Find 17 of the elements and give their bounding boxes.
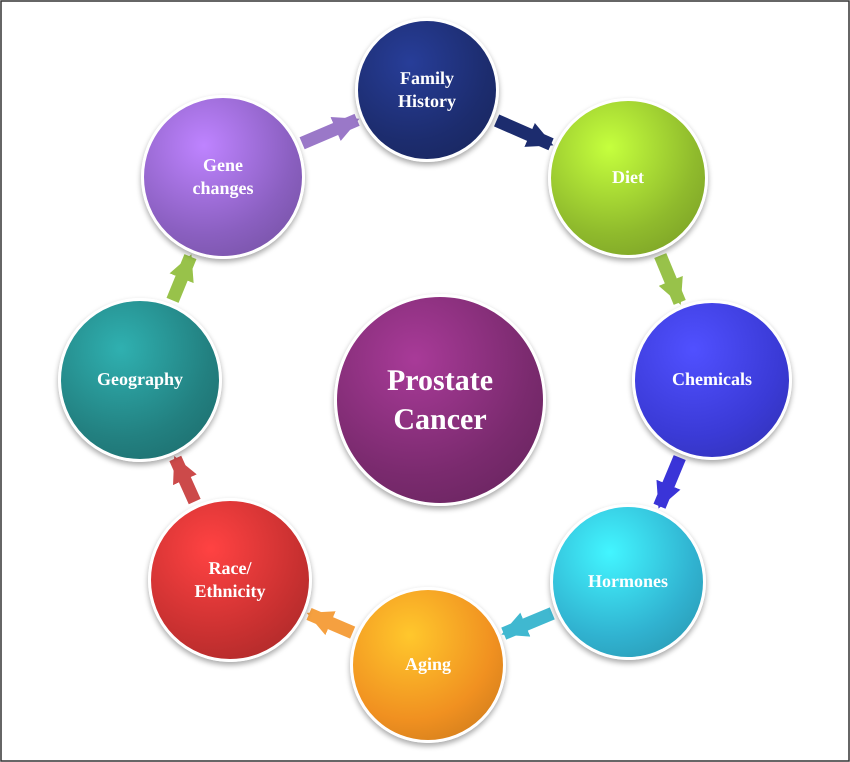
- node-label: Family History: [397, 66, 457, 113]
- node-label: Race/ Ethnicity: [193, 556, 266, 603]
- arrow: [169, 456, 201, 504]
- node-label: Diet: [611, 166, 645, 190]
- node-label: Aging: [404, 653, 452, 676]
- arrow: [494, 114, 554, 150]
- node-label: Geography: [96, 368, 184, 392]
- node-label: Chemicals: [671, 368, 753, 392]
- arrow: [166, 254, 196, 303]
- arrow: [306, 608, 356, 639]
- node-label: Hormones: [587, 570, 669, 594]
- node-label: Prostate Cancer: [386, 363, 494, 438]
- arrow: [653, 455, 686, 509]
- arrow: [654, 253, 686, 305]
- arrow: [300, 114, 360, 150]
- arrow: [501, 607, 555, 640]
- node-label: Gene changes: [191, 154, 254, 200]
